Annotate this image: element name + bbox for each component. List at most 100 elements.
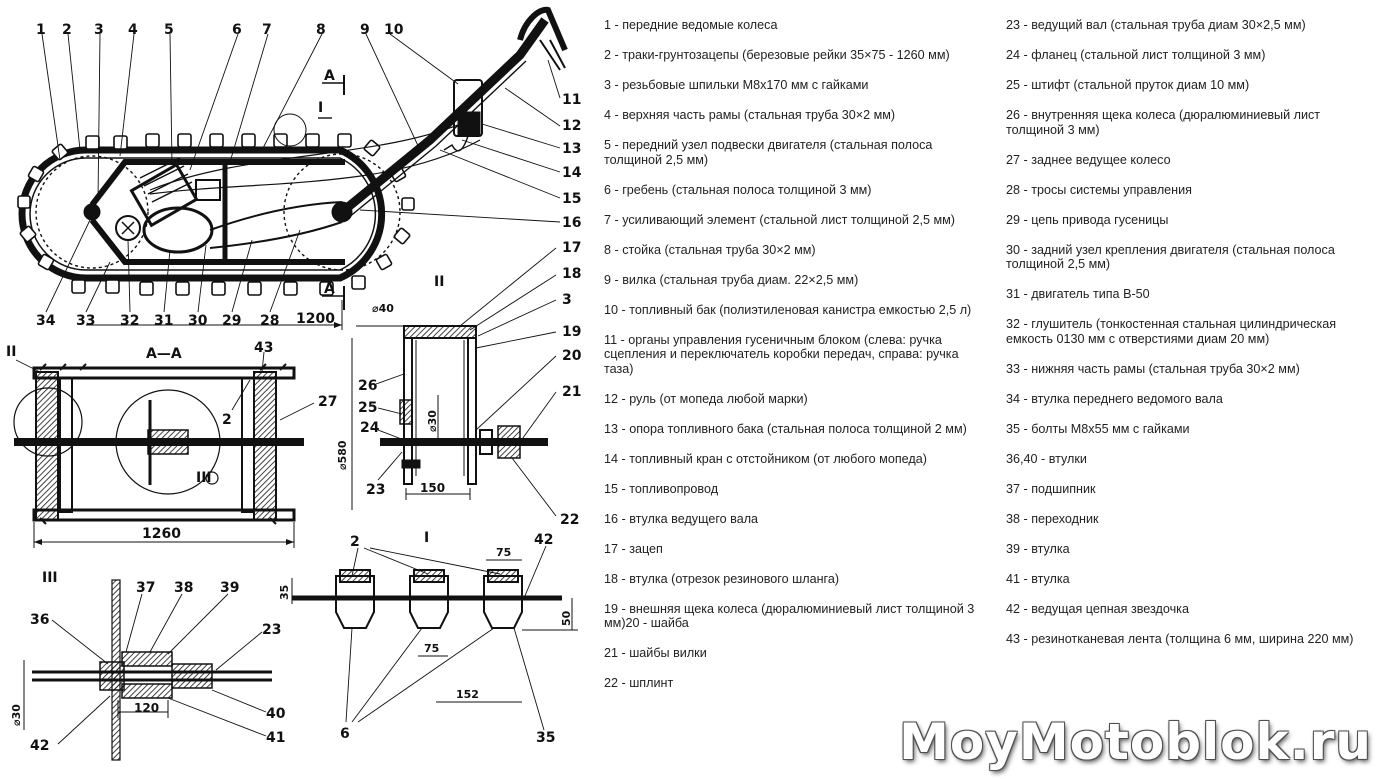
callout-14: 14 <box>562 165 582 181</box>
watermark-logo: MoyMotoblok.ru <box>899 713 1372 771</box>
v3-callout-39: 39 <box>220 580 239 596</box>
legend-item: 3 - резьбовые шпильки М8х170 мм с гайкам… <box>604 78 869 92</box>
legend-item: 23 - ведущий вал (стальная труба диам 30… <box>1006 18 1306 32</box>
legend-item: 27 - заднее ведущее колесо <box>1006 152 1171 167</box>
legend-item: 37 - подшипник <box>1006 481 1096 496</box>
v2-callout-26: 26 <box>358 378 377 394</box>
legend-item: 18 - втулка (отрезок резинового шланга) <box>604 571 840 586</box>
drive-chain <box>209 201 343 249</box>
v1-dim-75-top: 75 <box>496 546 511 559</box>
callout-1: 1 <box>36 22 46 38</box>
legend-item: 33 - нижняя часть рамы (стальная труба 3… <box>1006 361 1300 376</box>
legend-item: 11 - органы управления гусеничным блоком… <box>604 332 959 376</box>
v2-callout-22: 22 <box>560 512 579 528</box>
callout-4: 4 <box>128 22 138 38</box>
legend-item: 26 - внутренняя щека колеса (дюралюминие… <box>1006 108 1321 137</box>
legend-item: 9 - вилка (стальная труба диам. 22×2,5 м… <box>604 272 859 287</box>
v3-dim-30: ⌀30 <box>10 704 23 726</box>
v1-callout-42: 42 <box>534 532 553 548</box>
legend-item: 41 - втулка <box>1006 571 1070 586</box>
v2-callout-20: 20 <box>562 348 582 364</box>
side-view <box>17 6 568 330</box>
fork <box>339 17 549 216</box>
view-two <box>351 247 557 517</box>
v1-callout-2: 2 <box>350 534 360 550</box>
callout-16: 16 <box>562 215 581 231</box>
legend-item: 17 - зацеп <box>604 541 663 556</box>
callout-29: 29 <box>222 313 241 329</box>
technical-drawing: 1 2 3 4 5 6 7 8 9 10 11 12 13 14 15 16 3… <box>6 6 582 761</box>
legend-item: 14 - топливный кран с отстойником (от лю… <box>604 451 927 466</box>
aa-detail-mark-three: III <box>196 470 212 486</box>
leaders-right <box>359 59 561 223</box>
legend-item: 6 - гребень (стальная полоса толщиной 3 … <box>604 182 872 197</box>
view-three <box>23 579 272 761</box>
callout-9: 9 <box>360 22 370 38</box>
v1-callout-35: 35 <box>536 730 555 746</box>
legend-item: 24 - фланец (стальной лист толщиной 3 мм… <box>1006 48 1266 62</box>
section-aa-title: А—А <box>146 346 182 362</box>
legend-item: 32 - глушитель (тонкостенная стальная ци… <box>1006 317 1337 346</box>
legend-item: 7 - усиливающий элемент (стальной лист т… <box>604 212 955 227</box>
legend-item: 39 - втулка <box>1006 541 1070 556</box>
v1-dim-50: 50 <box>560 610 573 626</box>
aa-callout-27: 27 <box>318 394 337 410</box>
v1-dim-35: 35 <box>278 585 291 600</box>
legend-item: 19 - внешняя щека колеса (дюралюминиевый… <box>604 601 975 631</box>
v3-callout-37: 37 <box>136 580 155 596</box>
v3-callout-40: 40 <box>266 706 286 722</box>
v3-callout-36: 36 <box>30 612 49 628</box>
callout-30: 30 <box>188 313 208 329</box>
v1-callout-6: 6 <box>340 726 350 742</box>
v2-dim-150: 150 <box>420 481 445 495</box>
v2-dim-40: ⌀40 <box>372 302 394 315</box>
section-mark-a-bottom: А <box>324 281 335 297</box>
v2-dim-580: ⌀580 <box>336 440 349 470</box>
callout-15: 15 <box>562 191 581 207</box>
legend-item: 35 - болты М8х55 мм с гайками <box>1006 421 1190 436</box>
v3-dim-120: 120 <box>134 701 159 715</box>
track-lugs-bottom <box>71 275 366 296</box>
callout-10: 10 <box>384 22 404 38</box>
v2-callout-21: 21 <box>562 384 581 400</box>
dim-1200: 1200 <box>296 311 335 327</box>
legend-item: 15 - топливопровод <box>604 481 719 496</box>
callout-33: 33 <box>76 313 95 329</box>
legend-item: 25 - штифт (стальной пруток диам 10 мм) <box>1006 78 1250 92</box>
legend-item: 4 - верхняя часть рамы (стальная труба 3… <box>604 108 896 122</box>
legend-item: 43 - резинотканевая лента (толщина 6 мм,… <box>1006 631 1354 646</box>
v1-dim-75-bottom: 75 <box>424 642 439 655</box>
legend-item: 22 - шплинт <box>604 676 674 690</box>
frame-upper <box>89 159 345 207</box>
callout-28: 28 <box>260 313 279 329</box>
v2-callout-25: 25 <box>358 400 377 416</box>
legend-item: 12 - руль (от мопеда любой марки) <box>604 391 808 406</box>
legend-item: 34 - втулка переднего ведомого вала <box>1006 391 1223 406</box>
leaders-bottom <box>45 219 301 313</box>
control-cables <box>149 119 471 191</box>
v3-callout-42: 42 <box>30 738 49 754</box>
section-aa <box>13 351 315 548</box>
callout-3: 3 <box>94 22 104 38</box>
legend-item: 8 - стойка (стальная труба 30×2 мм) <box>604 242 816 257</box>
track-lugs-top <box>85 133 352 150</box>
v3-callout-41: 41 <box>266 730 285 746</box>
legend-item: 10 - топливный бак (полиэтиленовая канис… <box>604 302 972 317</box>
legend-item: 30 - задний узел крепления двигателя (ст… <box>1006 242 1335 272</box>
aa-callout-2: 2 <box>222 412 232 428</box>
v2-callout-17: 17 <box>562 240 581 256</box>
aa-callout-43: 43 <box>254 340 273 356</box>
callout-8: 8 <box>316 22 326 38</box>
legend-item: 21 - шайбы вилки <box>604 646 707 660</box>
callout-12: 12 <box>562 118 581 134</box>
detail-mark-one: I <box>318 100 323 116</box>
callout-6: 6 <box>232 22 242 38</box>
v3-callout-38: 38 <box>174 580 193 596</box>
v1-dim-152: 152 <box>456 688 479 701</box>
legend-column-right: 23 - ведущий вал (стальная труба диам 30… <box>1006 18 1381 662</box>
legend-item: 42 - ведущая цепная звездочка <box>1006 601 1189 616</box>
callout-11: 11 <box>562 92 581 108</box>
v3-callout-23: 23 <box>262 622 281 638</box>
callout-2: 2 <box>62 22 72 38</box>
view-one <box>291 545 578 731</box>
